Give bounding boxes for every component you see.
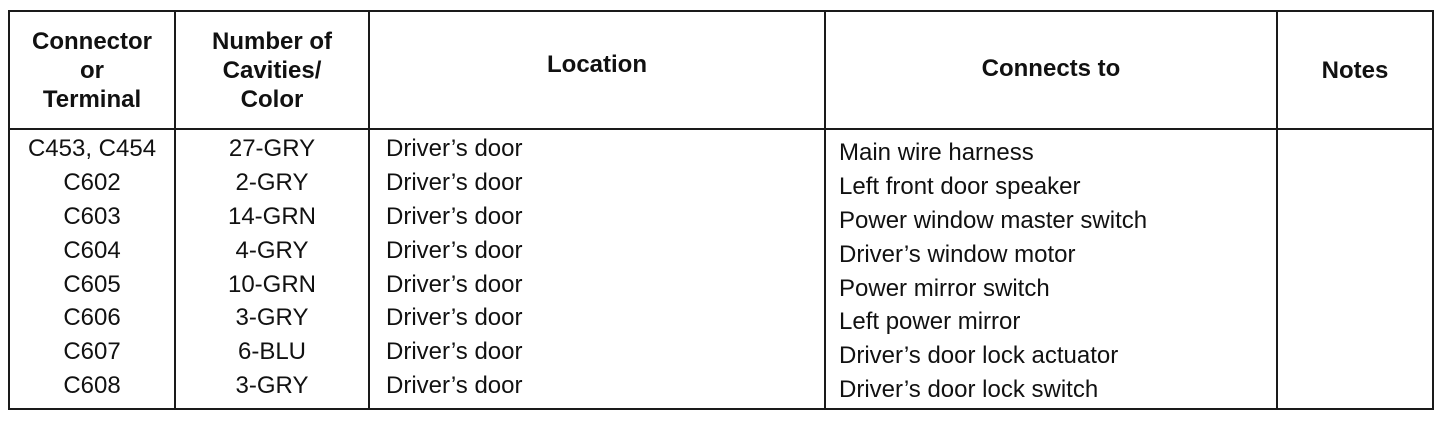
header-connects-to-text: Connects to [981, 54, 1121, 82]
header-connector-line-2: or [80, 56, 104, 84]
cell-notes [1278, 234, 1432, 268]
cell-cavities: 3-GRY [235, 372, 309, 400]
header-connector: Connector or Terminal [10, 12, 174, 128]
cell-connector: C453, C454 [27, 135, 157, 162]
cell-connects-to: Power mirror switch [839, 274, 1050, 302]
cell-connector: C606 [63, 304, 121, 332]
column-notes [1278, 132, 1432, 403]
cell-connects-to: Power window master switch [839, 206, 1148, 234]
cell-notes [1278, 369, 1432, 403]
cell-location: Driver’s door [386, 236, 523, 264]
column-connects-to: Main wire harness Left front door speake… [839, 136, 1269, 407]
header-divider [10, 128, 1432, 130]
cell-notes [1278, 166, 1432, 200]
column-cavities: 27-GRY 2-GRY 14-GRN 4-GRY 10-GRN 3-GRY 6… [176, 132, 368, 403]
cell-location: Driver’s door [386, 372, 523, 400]
cell-location: Driver’s door [386, 304, 523, 332]
cell-connects-to: Driver’s door lock actuator [839, 342, 1119, 370]
column-divider [824, 12, 826, 408]
cell-cavities: 6-BLU [237, 338, 307, 366]
column-connector: C453, C454 C602 C603 C604 C605 C606 C607… [10, 132, 174, 403]
header-cavities-line-2: Cavities/ [222, 56, 322, 84]
cell-connects-to: Driver’s window motor [839, 240, 1076, 268]
cell-connector: C607 [63, 338, 121, 366]
cell-connects-to: Left power mirror [839, 308, 1021, 336]
cell-cavities: 4-GRY [235, 236, 309, 264]
header-connector-line-3: Terminal [42, 85, 142, 113]
cell-cavities: 10-GRN [227, 270, 317, 298]
header-location: Location [370, 6, 824, 122]
cell-location: Driver’s door [386, 338, 523, 366]
header-cavities-line-1: Number of [212, 27, 332, 55]
cell-cavities: 27-GRY [228, 135, 316, 162]
cell-location: Driver’s door [386, 168, 523, 196]
header-connects-to: Connects to [826, 10, 1276, 126]
connector-table: Connector or Terminal Number of Cavities… [8, 10, 1434, 410]
cell-location: Driver’s door [386, 135, 523, 162]
header-notes-text: Notes [1321, 56, 1389, 84]
cell-connector: C608 [63, 372, 121, 400]
cell-connects-to: Left front door speaker [839, 172, 1081, 200]
column-location: Driver’s door Driver’s door Driver’s doo… [386, 132, 816, 403]
cell-connects-to: Driver’s door lock switch [839, 376, 1099, 404]
column-divider [1276, 12, 1278, 408]
header-notes: Notes [1278, 12, 1432, 128]
cell-connector: C605 [63, 270, 121, 298]
cell-cavities: 2-GRY [235, 168, 309, 196]
cell-connector: C604 [63, 236, 121, 264]
cell-cavities: 14-GRN [227, 202, 317, 230]
cell-notes [1278, 132, 1432, 166]
header-connector-line-1: Connector [32, 27, 152, 55]
cell-connector: C603 [63, 202, 121, 230]
cell-notes [1278, 335, 1432, 369]
header-cavities: Number of Cavities/ Color [176, 12, 368, 128]
cell-notes [1278, 301, 1432, 335]
header-cavities-line-3: Color [240, 85, 304, 113]
header-location-text: Location [547, 50, 647, 78]
cell-cavities: 3-GRY [235, 304, 309, 332]
column-divider [368, 12, 370, 408]
cell-location: Driver’s door [386, 202, 523, 230]
cell-connects-to: Main wire harness [839, 139, 1034, 166]
cell-connector: C602 [63, 168, 121, 196]
cell-notes [1278, 200, 1432, 234]
cell-notes [1278, 268, 1432, 302]
column-divider [174, 12, 176, 408]
cell-location: Driver’s door [386, 270, 523, 298]
